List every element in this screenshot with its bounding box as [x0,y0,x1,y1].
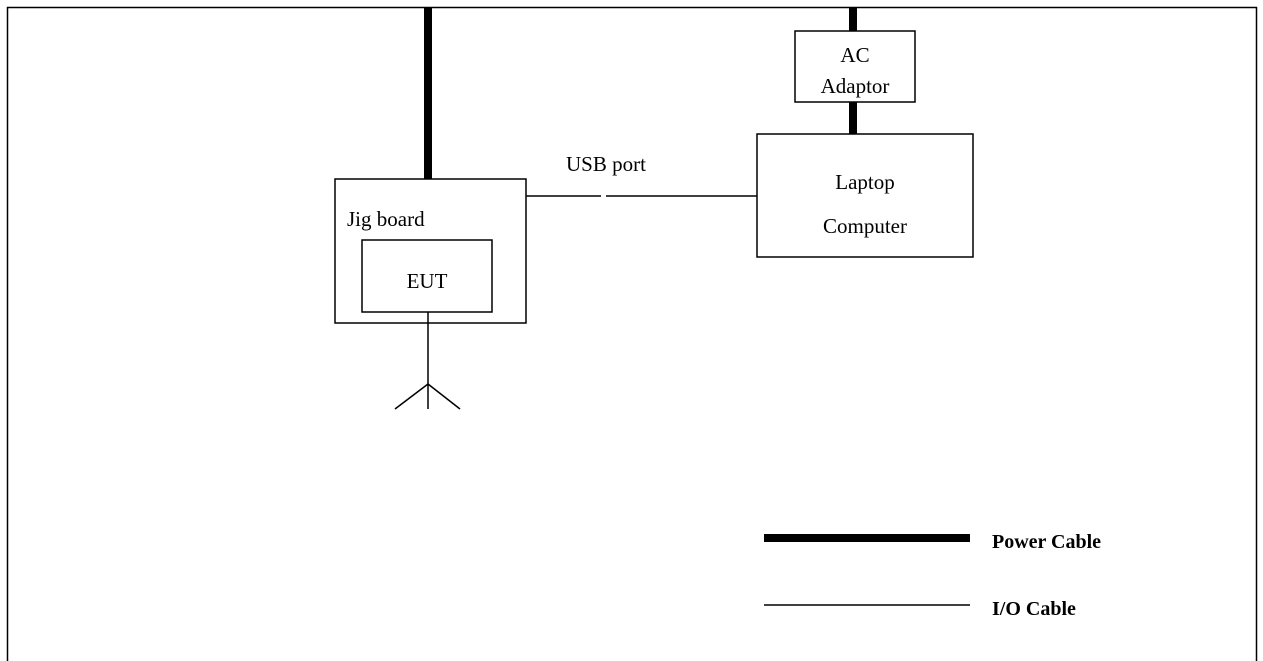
legend-power-cable-label: Power Cable [992,531,1101,553]
ac-adaptor-box: AC Adaptor [794,30,916,103]
ac-adaptor-label-line1: AC [840,43,869,67]
usb-port-label: USB port [566,152,646,176]
ac-adaptor-label-line2: Adaptor [821,74,890,98]
legend-io-cable-label: I/O Cable [992,598,1076,620]
diagram-frame [6,6,1258,661]
jig-board-label: Jig board [347,207,425,231]
legend: Power Cable I/O Cable [764,531,1101,620]
eut-label: EUT [407,269,448,293]
laptop-label-line1: Laptop [835,170,894,194]
laptop-label-line2: Computer [823,214,907,238]
eut-box: EUT [361,239,493,313]
laptop-computer-box: Laptop Computer [756,133,974,258]
antenna-icon [394,312,461,410]
